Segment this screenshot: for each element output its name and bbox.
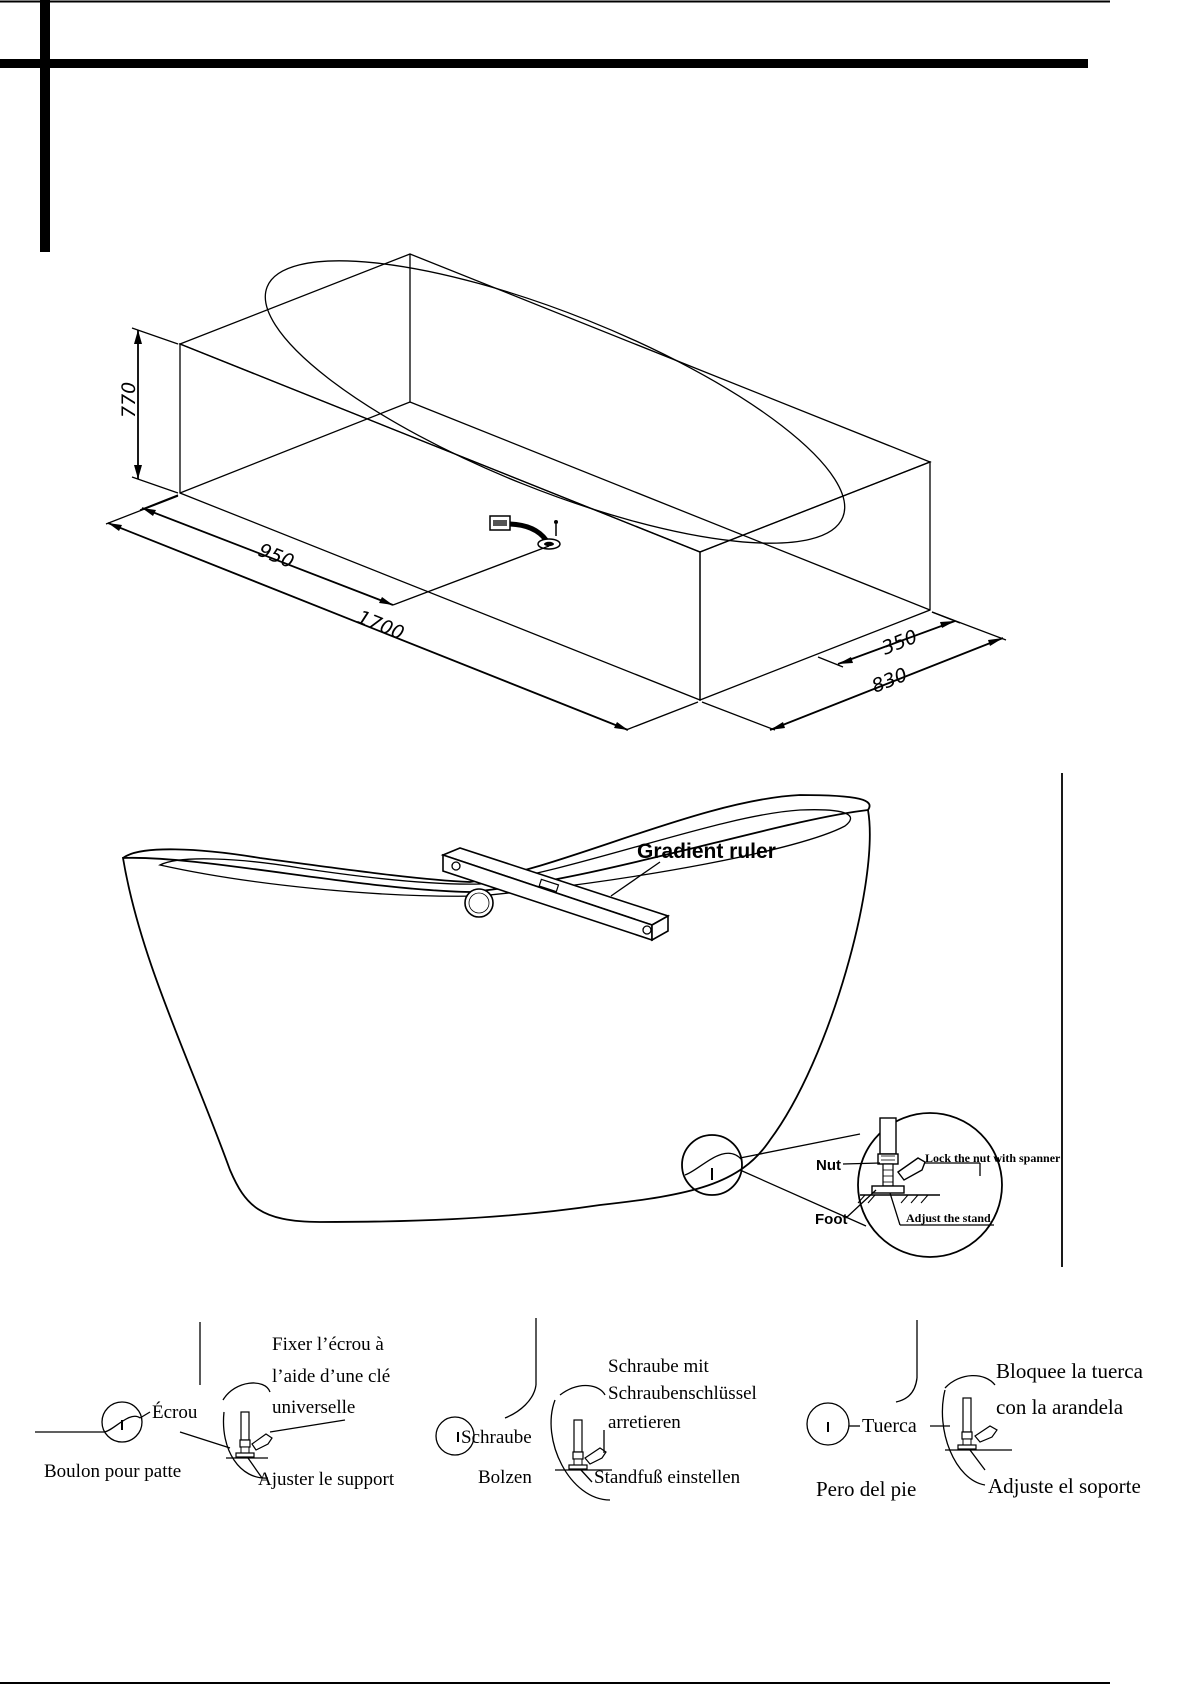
german-nut-label: Schraube — [461, 1427, 532, 1448]
height-dimension-label: 770 — [118, 382, 140, 418]
spanish-nut-label: Tuerca — [862, 1415, 917, 1437]
nut-label: Nut — [816, 1157, 841, 1174]
french-foot-detail: Écrou Fixer l’écrou à l’aide d’une clé u… — [35, 1322, 395, 1490]
spanish-foot-detail: Tuerca Bloquee la tuerca con la arandela… — [806, 1320, 1144, 1501]
french-lock-line2: l’aide d’une clé — [272, 1366, 390, 1387]
foot-detail-enlarged — [857, 1112, 1003, 1258]
french-nut-label: Écrou — [152, 1401, 198, 1423]
box-right-face — [699, 461, 931, 701]
drain-assembly — [489, 515, 561, 550]
spanish-lock-line1: Bloquee la tuerca — [996, 1359, 1144, 1383]
gradient-ruler-leader — [610, 861, 661, 897]
spanner-icon — [897, 1157, 926, 1181]
drain-side-offset-dimension-label: 350 — [879, 626, 921, 660]
spanish-adjust-label: Adjuste el soporte — [988, 1474, 1141, 1498]
french-spanner-icon — [251, 1433, 273, 1451]
gradient-ruler-label: Gradient ruler — [637, 840, 776, 863]
french-bolt-label: Boulon pour patte — [44, 1461, 181, 1482]
width-dimension-label: 830 — [869, 664, 911, 698]
spanish-bolt-label: Pero del pie — [816, 1477, 916, 1501]
german-lock-line1: Schraube mit — [608, 1356, 710, 1377]
french-lock-line3: universelle — [272, 1397, 355, 1418]
german-foot-detail: Schraube Schraube mit Schraubenschlüssel… — [435, 1318, 757, 1501]
foot-label: Foot — [815, 1211, 847, 1228]
tub-rim-outer — [122, 794, 871, 883]
german-spanner-icon — [584, 1447, 607, 1465]
length-dimension-label: 1700 — [354, 606, 407, 644]
box-front-face — [179, 343, 701, 701]
tub-leveling-drawing: Gradient ruler — [121, 773, 1063, 1267]
spanish-spanner-icon — [974, 1425, 998, 1443]
gradient-ruler-icon — [440, 847, 670, 942]
german-adjust-label: Standfuß einstellen — [594, 1467, 741, 1488]
tub-rim-oval — [264, 260, 846, 544]
lock-nut-label: Lock the nut with spanner — [925, 1151, 1061, 1165]
german-lock-line2: Schraubenschlüssel — [608, 1383, 757, 1404]
drain-offset-dimension-label: 950 — [255, 539, 297, 573]
page-frame — [0, 0, 1110, 1684]
box-top-face — [178, 253, 932, 553]
french-lock-line1: Fixer l’écrou à — [272, 1334, 384, 1355]
tub-rim-inner — [158, 809, 851, 897]
german-bolt-label: Bolzen — [478, 1467, 532, 1488]
german-lock-line3: arretieren — [608, 1412, 681, 1433]
bathtub-dimension-drawing: 770 950 1700 350 830 — [105, 253, 1007, 731]
foot-detail-callout — [681, 1134, 743, 1196]
adjust-stand-label: Adjust the stand — [906, 1211, 991, 1225]
french-adjust-label: Ajuster le support — [258, 1469, 395, 1490]
spanish-lock-line2: con la arandela — [996, 1395, 1124, 1419]
